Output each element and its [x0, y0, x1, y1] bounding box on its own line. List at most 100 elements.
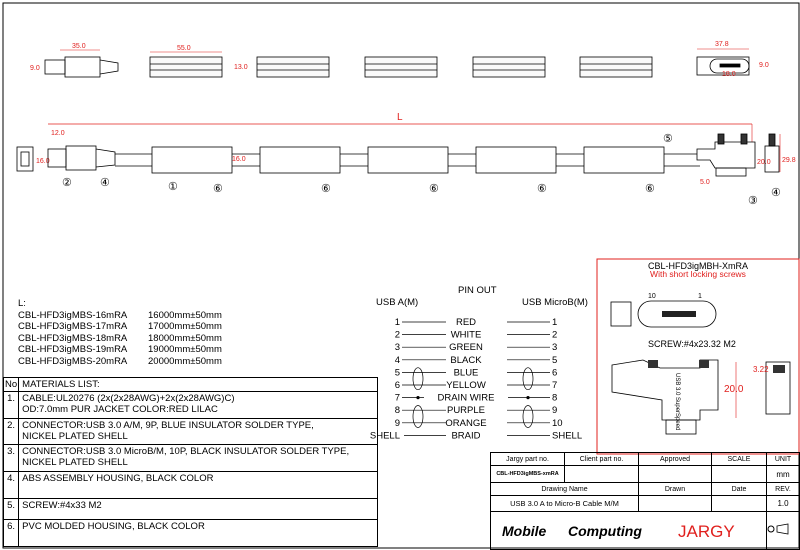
- wire-color: PURPLE: [447, 405, 485, 416]
- pin-1-label: 1: [698, 293, 702, 300]
- dim-micro-side-h: 29.8: [782, 157, 796, 164]
- material-line2: NICKEL PLATED SHELL: [22, 431, 128, 442]
- pin-a: 4: [395, 355, 400, 366]
- pin-10-label: 10: [648, 293, 656, 300]
- material-desc: CONNECTOR:USB 3.0 A/M, 9P, BLUE INSULATO…: [18, 418, 378, 445]
- pin-b: 8: [552, 393, 557, 404]
- date: [711, 495, 767, 512]
- scale: [711, 465, 767, 483]
- material-no: 5.: [2, 498, 20, 520]
- length-part: CBL-HFD3igMBS-18mRA: [18, 332, 128, 344]
- twisted-pair-shield-icon: [412, 405, 424, 428]
- client-part-no: [564, 465, 639, 483]
- title-block: Jargy part no. Client part no. Approved …: [490, 452, 800, 550]
- projection-cell: [766, 511, 800, 550]
- drawing-name: USB 3.0 A to Micro-B Cable M/M: [490, 495, 639, 512]
- drawn: [638, 495, 712, 512]
- dim-usb-a-len: 35.0: [72, 43, 86, 50]
- dim-plug-len: 12.0: [51, 130, 65, 137]
- h-date: Date: [711, 482, 767, 496]
- wire-color: GREEN: [449, 342, 483, 353]
- screw-label: SCREW:#4x23.32 M2: [648, 339, 736, 349]
- h-rev: REV.: [766, 482, 800, 496]
- pin-b: 9: [552, 405, 557, 416]
- dim-micro-off: 5.0: [700, 179, 710, 186]
- dim-micro-inner: 18.0: [722, 71, 736, 78]
- logo-cell: [490, 511, 767, 550]
- usb-logo-text: USB 3.0 SuperSpeed: [674, 373, 680, 430]
- dim-plug-h: 16.0: [36, 158, 50, 165]
- callout-5: ⑤: [663, 133, 673, 145]
- callout-4: ④: [100, 177, 110, 189]
- variant-subtitle: With short locking screws: [650, 269, 746, 279]
- length-value: 19000mm±50mm: [148, 344, 222, 356]
- wire-color: ORANGE: [445, 418, 486, 429]
- pin-a: 5: [395, 367, 400, 378]
- approved: [638, 465, 712, 483]
- material-line2: OD:7.0mm PUR JACKET COLOR:RED LILAC: [22, 404, 218, 415]
- dim-mold-len: 55.0: [177, 45, 191, 52]
- unit: mm: [766, 465, 800, 483]
- material-line1: CONNECTOR:USB 3.0 A/M, 9P, BLUE INSULATO…: [22, 420, 314, 431]
- wire-color: DRAIN WIRE: [438, 393, 495, 404]
- wire-color: BLACK: [450, 355, 482, 366]
- materials-row: 4.ABS ASSEMBLY HOUSING, BLACK COLOR: [2, 471, 378, 499]
- twisted-pair-shield-icon: [522, 367, 534, 391]
- pin-b: 7: [552, 380, 557, 391]
- h-unit: UNIT: [766, 452, 800, 466]
- drain-junction-icon: [416, 396, 420, 400]
- callouts: ① ② ③ ④ ④ ⑤ ⑥ ⑥ ⑥ ⑥ ⑥: [62, 133, 781, 207]
- callout-6c: ⑥: [429, 183, 439, 195]
- length-value: 17000mm±50mm: [148, 321, 222, 333]
- part-no: CBL-HFD3igMBS-xmRA: [490, 465, 565, 483]
- dim-usb-a-h: 9.0: [30, 65, 40, 72]
- revision: 1.0: [766, 495, 800, 512]
- pin-a: 3: [395, 342, 400, 353]
- wire-color: BLUE: [454, 367, 479, 378]
- materials-no-header: No: [2, 377, 20, 392]
- pin-b: SHELL: [552, 430, 582, 441]
- wire-color: WHITE: [451, 330, 482, 341]
- h-scale: SCALE: [711, 452, 767, 466]
- variant-title: CBL-HFD3igMBH-XmRA: [648, 261, 748, 271]
- h-approved: Approved: [638, 452, 712, 466]
- material-desc: CABLE:UL20276 (2x(2x28AWG)+2x(2x28AWG)C)…: [18, 391, 378, 419]
- callout-2: ②: [62, 177, 72, 189]
- callout-1: ①: [168, 181, 178, 193]
- material-desc: CONNECTOR:USB 3.0 MicroB/M, 10P, BLACK I…: [18, 444, 378, 472]
- materials-row: 6.PVC MOLDED HOUSING, BLACK COLOR: [2, 519, 378, 547]
- material-line1: CONNECTOR:USB 3.0 MicroB/M, 10P, BLACK I…: [22, 446, 350, 457]
- h-client: Client part no.: [564, 452, 639, 466]
- usb-a-top-view: [44, 56, 119, 78]
- dim-overall-L: L: [397, 112, 403, 123]
- dim-mold-d: 16.0: [232, 156, 246, 163]
- pin-a: 9: [395, 418, 400, 429]
- variant-detail: CBL-HFD3igMBH-XmRA With short locking sc…: [610, 261, 791, 435]
- material-line1: SCREW:#4x33 M2: [22, 500, 102, 511]
- material-no: 3.: [2, 444, 20, 472]
- micro-b-top-view: [696, 56, 750, 76]
- height-dim: 20.0: [724, 384, 744, 395]
- material-line2: NICKEL PLATED SHELL: [22, 457, 128, 468]
- pinout-title: PIN OUT: [458, 285, 497, 296]
- wire-color: YELLOW: [446, 380, 486, 391]
- wire-color: RED: [456, 317, 476, 328]
- length-value: 16000mm±50mm: [148, 309, 222, 321]
- pin-b: 1: [552, 317, 557, 328]
- pin-b: 2: [552, 330, 557, 341]
- pinout-left-title: USB A(M): [376, 297, 418, 308]
- callout-6e: ⑥: [645, 183, 655, 195]
- materials-row: 5.SCREW:#4x33 M2: [2, 498, 378, 520]
